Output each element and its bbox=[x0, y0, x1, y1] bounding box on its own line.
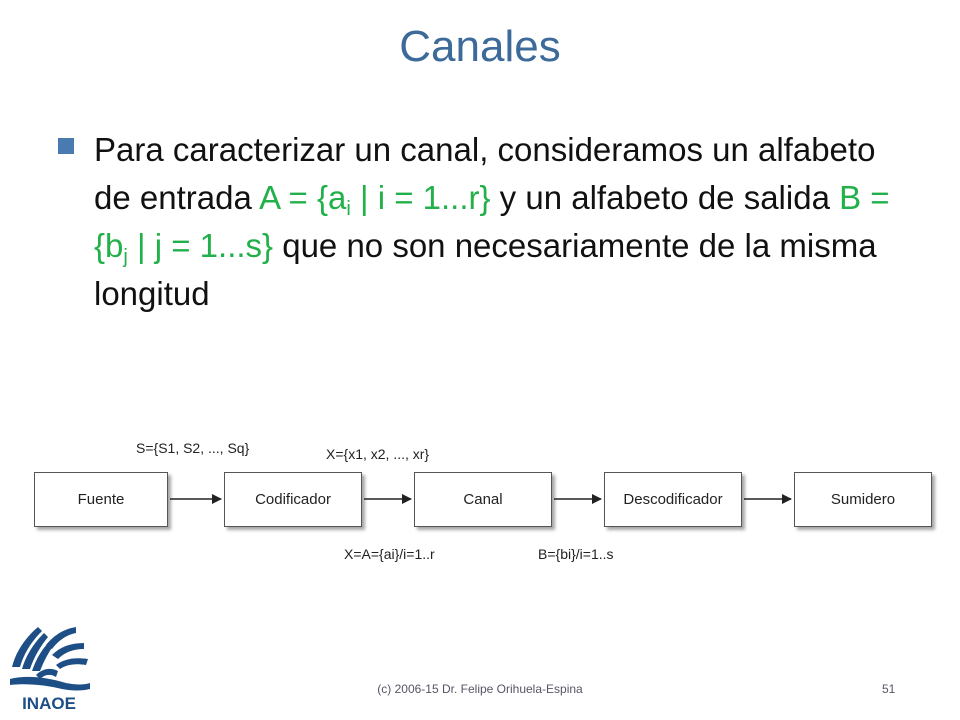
input-alphabet-subscript: i bbox=[346, 198, 351, 220]
input-alphabet-formula: A = {ai | i = 1...r} bbox=[259, 179, 491, 219]
bullet-text: Para caracterizar un canal, consideramos… bbox=[94, 126, 914, 318]
output-alphabet-label: B={bi}/i=1..s bbox=[538, 546, 614, 562]
box-sumidero: Sumidero bbox=[794, 472, 932, 527]
box-codificador: Codificador bbox=[224, 472, 362, 527]
input-alphabet-suffix: | i = 1...r} bbox=[350, 179, 491, 216]
source-symbols-label: S={S1, S2, ..., Sq} bbox=[136, 440, 250, 456]
box-canal: Canal bbox=[414, 472, 552, 527]
input-alphabet-label: X=A={ai}/i=1..r bbox=[344, 546, 435, 562]
output-alphabet-formula: B = {bj | j = 1...s} bbox=[94, 179, 890, 267]
bullet-text-part-2: y un alfabeto de salida bbox=[490, 179, 840, 216]
logo-text: INAOE bbox=[22, 694, 76, 713]
box-descodificador: Descodificador bbox=[604, 472, 742, 527]
output-alphabet-subscript: j bbox=[123, 246, 128, 268]
bullet-square-icon bbox=[58, 138, 74, 154]
bullet-text-part-1: Para caracterizar un canal, consideramos… bbox=[94, 131, 876, 216]
output-alphabet-prefix: B = {b bbox=[94, 179, 890, 264]
bullet-text-part-3: que no son necesariamente de la misma lo… bbox=[94, 227, 877, 312]
code-symbols-label: X={x1, x2, ..., xr} bbox=[326, 446, 430, 462]
footer-credit: (c) 2006-15 Dr. Felipe Orihuela-Espina bbox=[377, 682, 583, 696]
inaoe-logo-icon: INAOE bbox=[10, 627, 90, 713]
page-number: 51 bbox=[882, 682, 896, 696]
output-alphabet-suffix: | j = 1...s} bbox=[127, 227, 274, 264]
box-fuente: Fuente bbox=[34, 472, 168, 527]
slide-title: Canales bbox=[399, 22, 561, 71]
input-alphabet-prefix: A = {a bbox=[259, 179, 347, 216]
